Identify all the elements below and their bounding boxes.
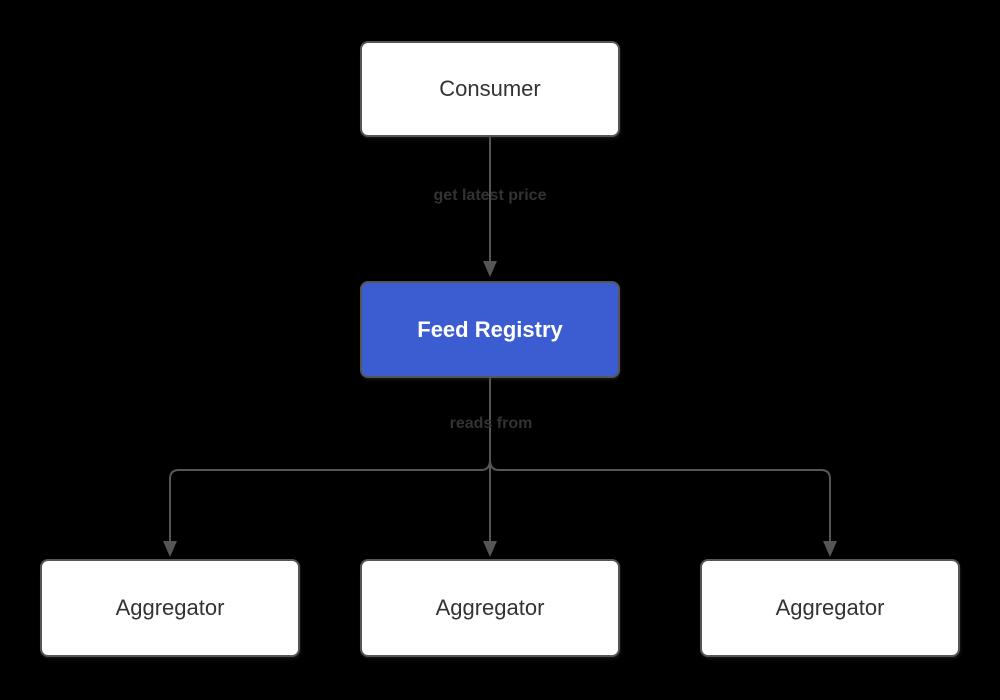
node-aggregator-right: Aggregator [700,559,960,657]
edge-label-get-latest-price: get latest price [433,187,547,204]
node-aggregator-right-label: Aggregator [775,595,885,620]
node-aggregator-middle: Aggregator [360,559,620,657]
node-consumer: Consumer [360,41,620,137]
arrowhead-down-icon [483,541,497,557]
node-feed-registry-label: Feed Registry [417,316,563,342]
arrowhead-down-icon [823,541,837,557]
arrowhead-down-icon [483,261,497,277]
arrowhead-down-icon [163,541,177,557]
edge-label-reads-from: reads from [449,415,533,432]
node-consumer-label: Consumer [439,76,541,101]
node-feed-registry: Feed Registry [360,281,620,378]
node-aggregator-middle-label: Aggregator [435,595,545,620]
edge-registry-to-agg-left [169,378,491,543]
node-aggregator-left: Aggregator [40,559,300,657]
edge-registry-to-agg-right [489,378,831,543]
node-aggregator-left-label: Aggregator [115,595,225,620]
